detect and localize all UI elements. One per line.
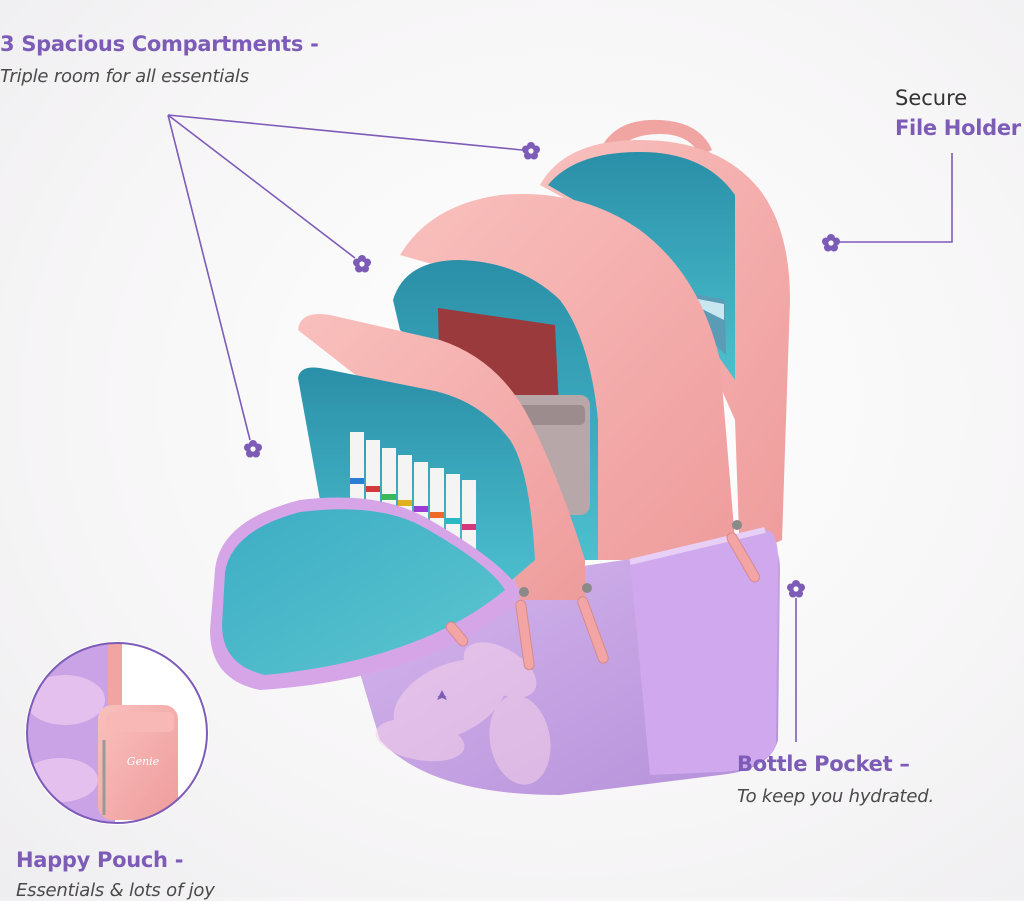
compartments-subtitle: Triple room for all essentials [0, 66, 249, 87]
compartments-title: 3 Spacious Compartments - [0, 32, 319, 56]
bottle-pocket [630, 530, 778, 775]
backpack-image [210, 119, 790, 795]
file-holder-title: File Holder [895, 116, 1021, 140]
flower-icon [822, 234, 840, 252]
happy-pouch-subtitle: Essentials & lots of joy [16, 880, 215, 901]
happy-pouch-inset: Genie [25, 641, 209, 825]
brand-logo: Genie [127, 755, 160, 768]
flower-icon [522, 142, 540, 160]
zipper-pulls [445, 532, 760, 671]
top-handle [600, 119, 712, 156]
flower-icon [787, 580, 805, 598]
flower-icon [353, 255, 371, 273]
flower-icons [244, 142, 840, 598]
callout-lines [167, 114, 953, 742]
floral-print [375, 642, 551, 785]
bottle-pocket-subtitle: To keep you hydrated. [737, 786, 935, 807]
happy-pouch-title: Happy Pouch - [16, 848, 184, 872]
flower-icon [244, 440, 262, 458]
middle-compartment [400, 194, 735, 560]
file-holder-prefix: Secure [895, 86, 968, 110]
bottle-pocket-title: Bottle Pocket – [737, 752, 910, 776]
